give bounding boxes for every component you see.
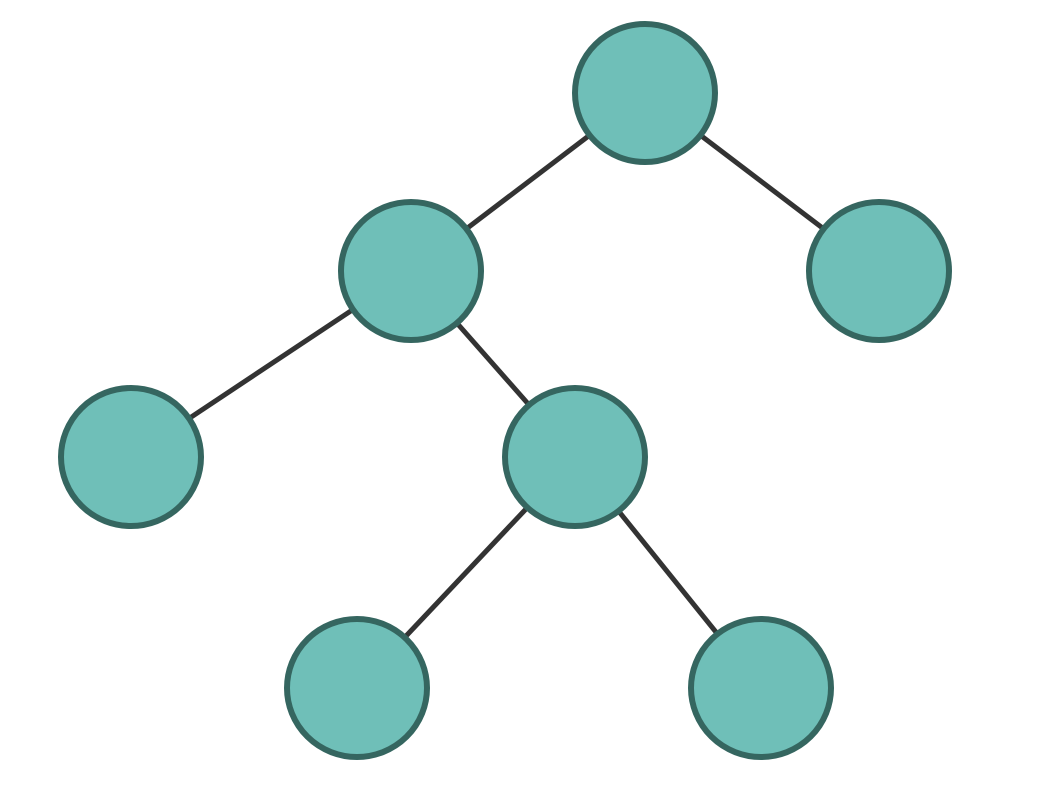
edges-layer bbox=[189, 134, 824, 638]
edge-root-to-left bbox=[466, 134, 590, 230]
tree-node-left-right bbox=[502, 385, 648, 529]
edge-left-to-left-right bbox=[456, 323, 530, 405]
node-circle bbox=[688, 616, 834, 760]
tree-node-left bbox=[338, 199, 484, 343]
edge-left-right-to-left-right-right bbox=[618, 511, 718, 634]
node-circle bbox=[58, 385, 204, 529]
tree-node-right bbox=[806, 199, 952, 343]
tree-node-left-right-left bbox=[284, 616, 430, 760]
node-circle bbox=[284, 616, 430, 760]
tree-node-left-left bbox=[58, 385, 204, 529]
node-circle bbox=[502, 385, 648, 529]
tree-node-root bbox=[572, 21, 718, 165]
node-circle bbox=[572, 21, 718, 165]
edge-left-to-left-left bbox=[189, 308, 353, 420]
tree-node-left-right-right bbox=[688, 616, 834, 760]
nodes-layer bbox=[58, 21, 952, 760]
node-circle bbox=[806, 199, 952, 343]
edge-root-to-right bbox=[700, 134, 824, 230]
node-circle bbox=[338, 199, 484, 343]
edge-left-right-to-left-right-left bbox=[404, 507, 528, 638]
